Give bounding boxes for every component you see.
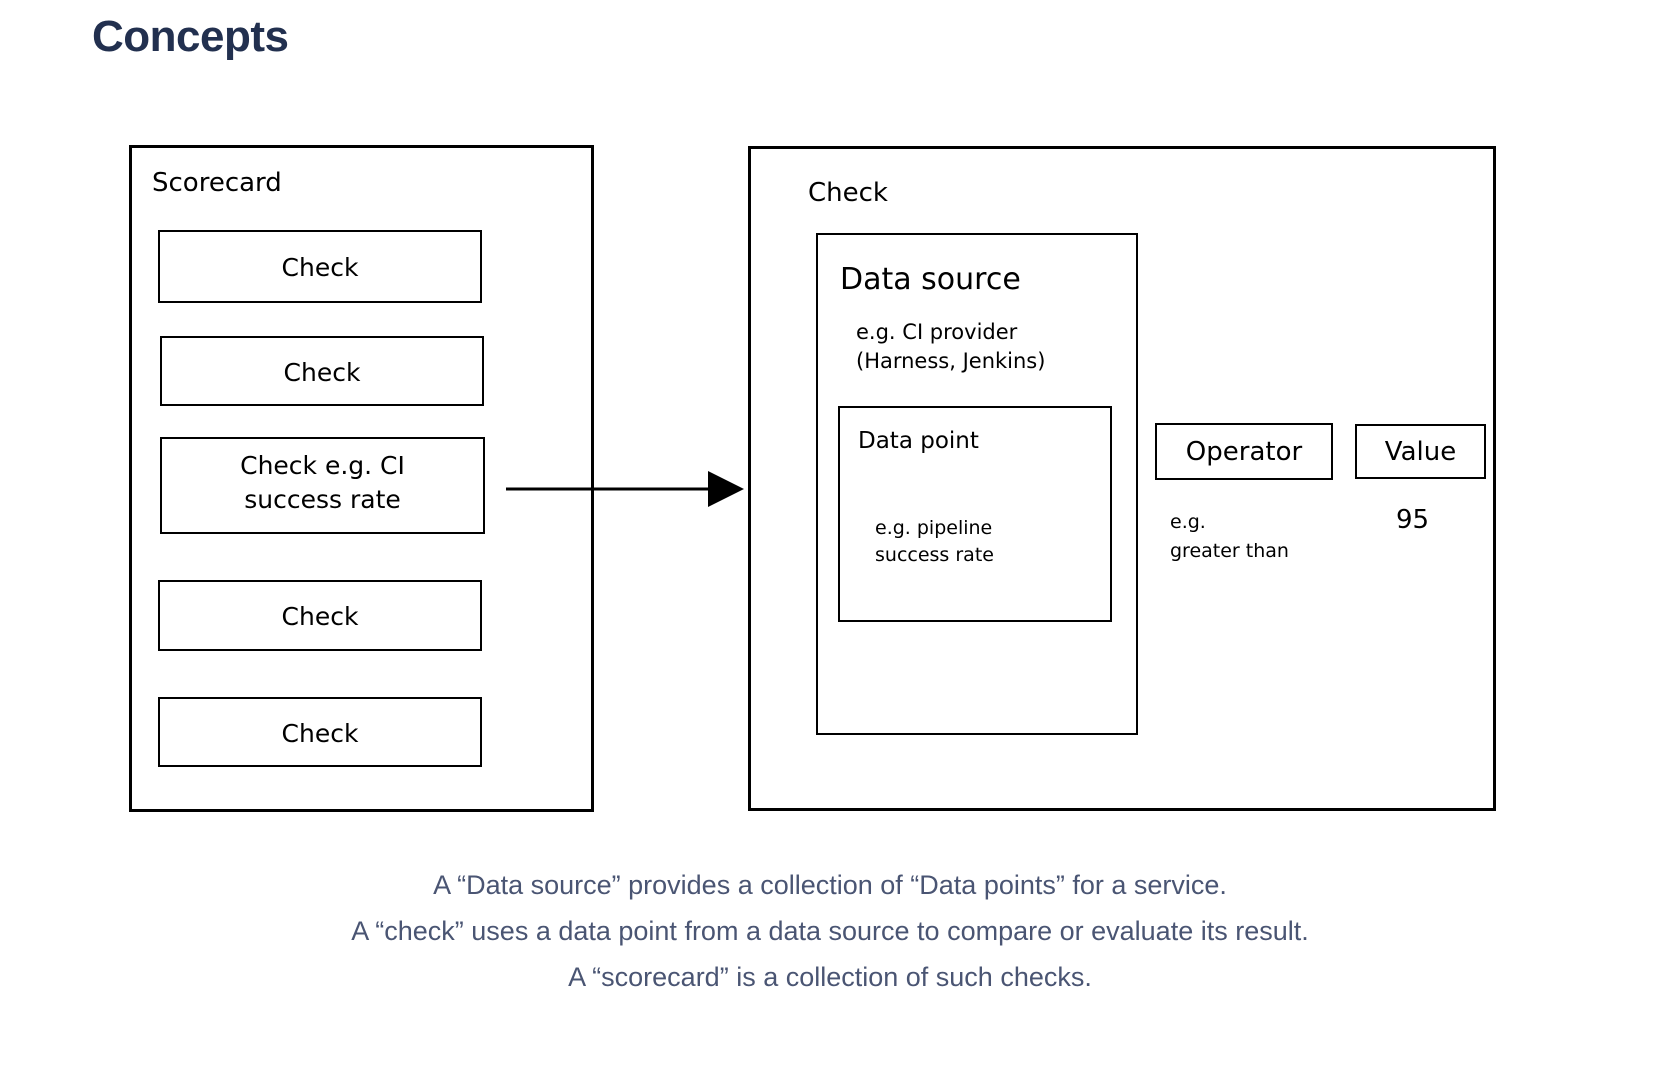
data-source-title: Data source — [840, 262, 1021, 297]
operator-box: Operator — [1155, 423, 1333, 480]
check-detail-label: Check — [808, 178, 888, 208]
scorecard-check-label-3-line2: success rate — [244, 485, 401, 514]
data-source-box — [816, 233, 1138, 735]
value-label: Value — [1384, 437, 1457, 467]
scorecard-check-label-4: Check — [281, 602, 359, 631]
scorecard-check-label-3-line1: Check e.g. CI — [240, 451, 405, 480]
scorecard-label: Scorecard — [152, 168, 282, 198]
page-title: Concepts — [92, 12, 289, 61]
caption-line-3: A “scorecard” is a collection of such ch… — [568, 962, 1092, 992]
data-point-box — [838, 406, 1112, 622]
scorecard-container — [129, 145, 594, 812]
scorecard-check-label-1: Check — [281, 253, 359, 282]
caption-line-1: A “Data source” provides a collection of… — [433, 870, 1227, 900]
operator-label: Operator — [1185, 437, 1303, 467]
data-source-example-line1: e.g. CI provider — [856, 320, 1018, 344]
data-point-example-line1: e.g. pipeline — [875, 517, 993, 539]
scorecard-check-item-2[interactable]: Check — [160, 336, 484, 406]
caption-line-2: A “check” uses a data point from a data … — [351, 916, 1309, 946]
value-box: Value — [1355, 424, 1486, 479]
scorecard-check-item-1[interactable]: Check — [158, 230, 482, 303]
scorecard-check-label-5: Check — [281, 719, 359, 748]
data-source-example-line2: (Harness, Jenkins) — [856, 349, 1046, 373]
caption-block: A “Data source” provides a collection of… — [0, 862, 1660, 1000]
operator-example-line1: e.g. — [1170, 511, 1206, 533]
operator-example-line2: greater than — [1170, 540, 1289, 562]
value-example: 95 — [1396, 505, 1430, 535]
arrow-right-icon — [506, 471, 744, 507]
data-point-title: Data point — [858, 428, 979, 454]
scorecard-check-item-3[interactable]: Check e.g. CI success rate — [160, 437, 485, 534]
scorecard-check-item-4[interactable]: Check — [158, 580, 482, 651]
check-detail-panel — [748, 146, 1496, 811]
data-point-example-line2: success rate — [875, 544, 994, 566]
scorecard-check-item-5[interactable]: Check — [158, 697, 482, 767]
scorecard-check-label-2: Check — [283, 358, 361, 387]
